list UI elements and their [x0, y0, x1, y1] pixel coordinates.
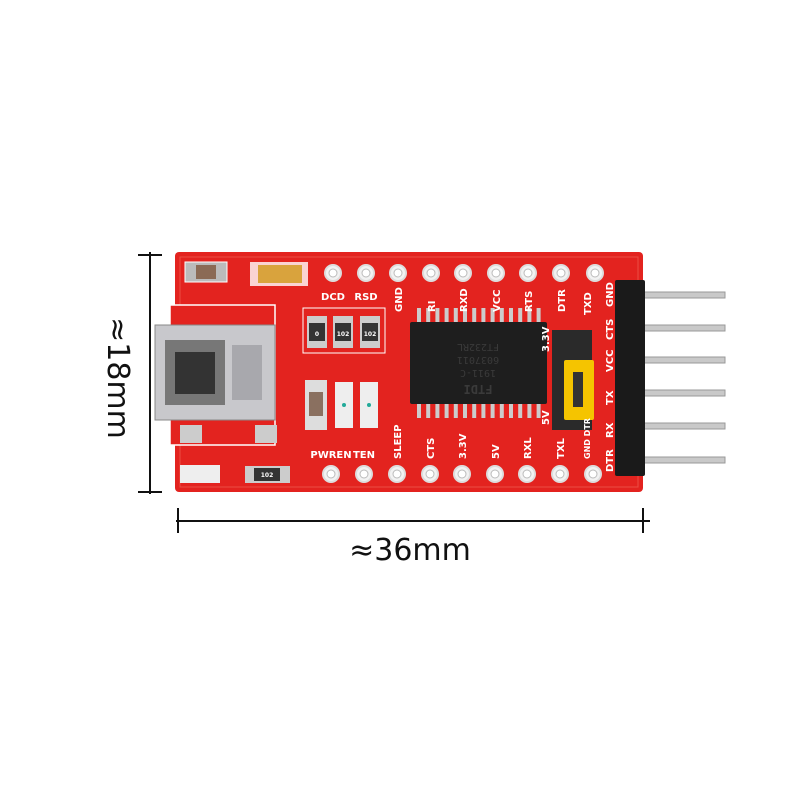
led	[180, 465, 220, 483]
pin-label: 5V	[491, 444, 502, 459]
pin-label: SLEEP	[393, 424, 404, 459]
chip-leg	[435, 308, 440, 324]
resistor-code: 0	[315, 331, 319, 338]
chip-leg	[490, 402, 495, 418]
chip-marking: FT232RL	[457, 341, 499, 352]
height-dimension	[138, 252, 162, 494]
resistor-code: 102	[337, 331, 350, 338]
pin-label: RI	[427, 301, 438, 312]
pin-label: RXL	[523, 437, 534, 459]
ft232rl-chip: FT232RL 6037011 1911-C FTDI	[410, 308, 547, 418]
chip-leg	[463, 308, 467, 324]
pin-label: TEN	[353, 450, 375, 461]
pin-label: RSD	[354, 292, 377, 303]
height-label: ≈18mm	[100, 317, 135, 439]
width-label: ≈36mm	[349, 533, 471, 568]
chip-marking: FTDI	[464, 382, 493, 396]
chip-leg	[481, 308, 486, 324]
pin-label: PWREN	[310, 450, 351, 461]
pin-header	[615, 280, 645, 476]
chip-leg	[499, 308, 504, 324]
pin-label: RXD	[459, 288, 470, 312]
pin-label: 3.3V	[458, 433, 469, 459]
chip-leg	[417, 308, 421, 324]
pin-label: VCC	[492, 290, 503, 312]
chip-leg	[536, 308, 541, 324]
header-label: GND	[605, 282, 616, 307]
jumper-label-5v: 5V	[541, 410, 552, 425]
chip-leg	[499, 402, 504, 418]
jumper-label-3v3: 3.3V	[541, 326, 552, 352]
header-pins	[629, 291, 726, 464]
chip-leg	[536, 402, 541, 418]
pin-label: CTS	[426, 438, 437, 459]
width-dimension	[176, 508, 650, 533]
chip-leg	[472, 402, 477, 418]
chip-leg	[463, 402, 467, 418]
pin-label: DTR	[557, 289, 568, 312]
header-label: VCC	[605, 350, 616, 372]
pcb-board	[175, 252, 643, 492]
chip-marking: 1911-C	[460, 367, 496, 378]
pin-label: TXD	[583, 292, 594, 315]
mini-usb-connector	[154, 304, 277, 446]
chip-leg	[527, 308, 532, 324]
chip-leg	[426, 308, 431, 324]
chip-leg	[444, 402, 449, 418]
chip-leg	[472, 308, 477, 324]
status-leds	[305, 380, 378, 430]
chip-leg	[518, 308, 523, 324]
resistor-code: 102	[364, 331, 377, 338]
resistor-code: 102	[261, 472, 274, 479]
resistor-group: 0 102 102	[302, 307, 386, 354]
chip-leg	[435, 402, 440, 418]
header-label: CTS	[605, 319, 616, 340]
pin-label: DCD	[321, 292, 345, 303]
chip-leg	[518, 402, 523, 418]
chip-leg	[453, 308, 458, 324]
pin-label: RTS	[524, 291, 535, 312]
chip-leg	[527, 402, 532, 418]
voltage-jumper[interactable]	[552, 330, 594, 430]
chip-leg	[509, 308, 513, 324]
header-label: TX	[605, 390, 616, 405]
chip-leg	[444, 308, 449, 324]
chip-marking: 6037011	[457, 354, 499, 365]
chip-leg	[453, 402, 458, 418]
pin-label: TXL	[556, 437, 567, 459]
chip-leg	[481, 402, 486, 418]
chip-leg	[426, 402, 431, 418]
chip-leg	[417, 402, 421, 418]
pin-label: GND DTR	[583, 418, 592, 459]
pin-label: GND	[394, 287, 405, 312]
header-label: RX	[605, 422, 616, 438]
chip-leg	[490, 308, 495, 324]
chip-leg	[509, 402, 513, 418]
header-label: DTR	[605, 449, 616, 472]
